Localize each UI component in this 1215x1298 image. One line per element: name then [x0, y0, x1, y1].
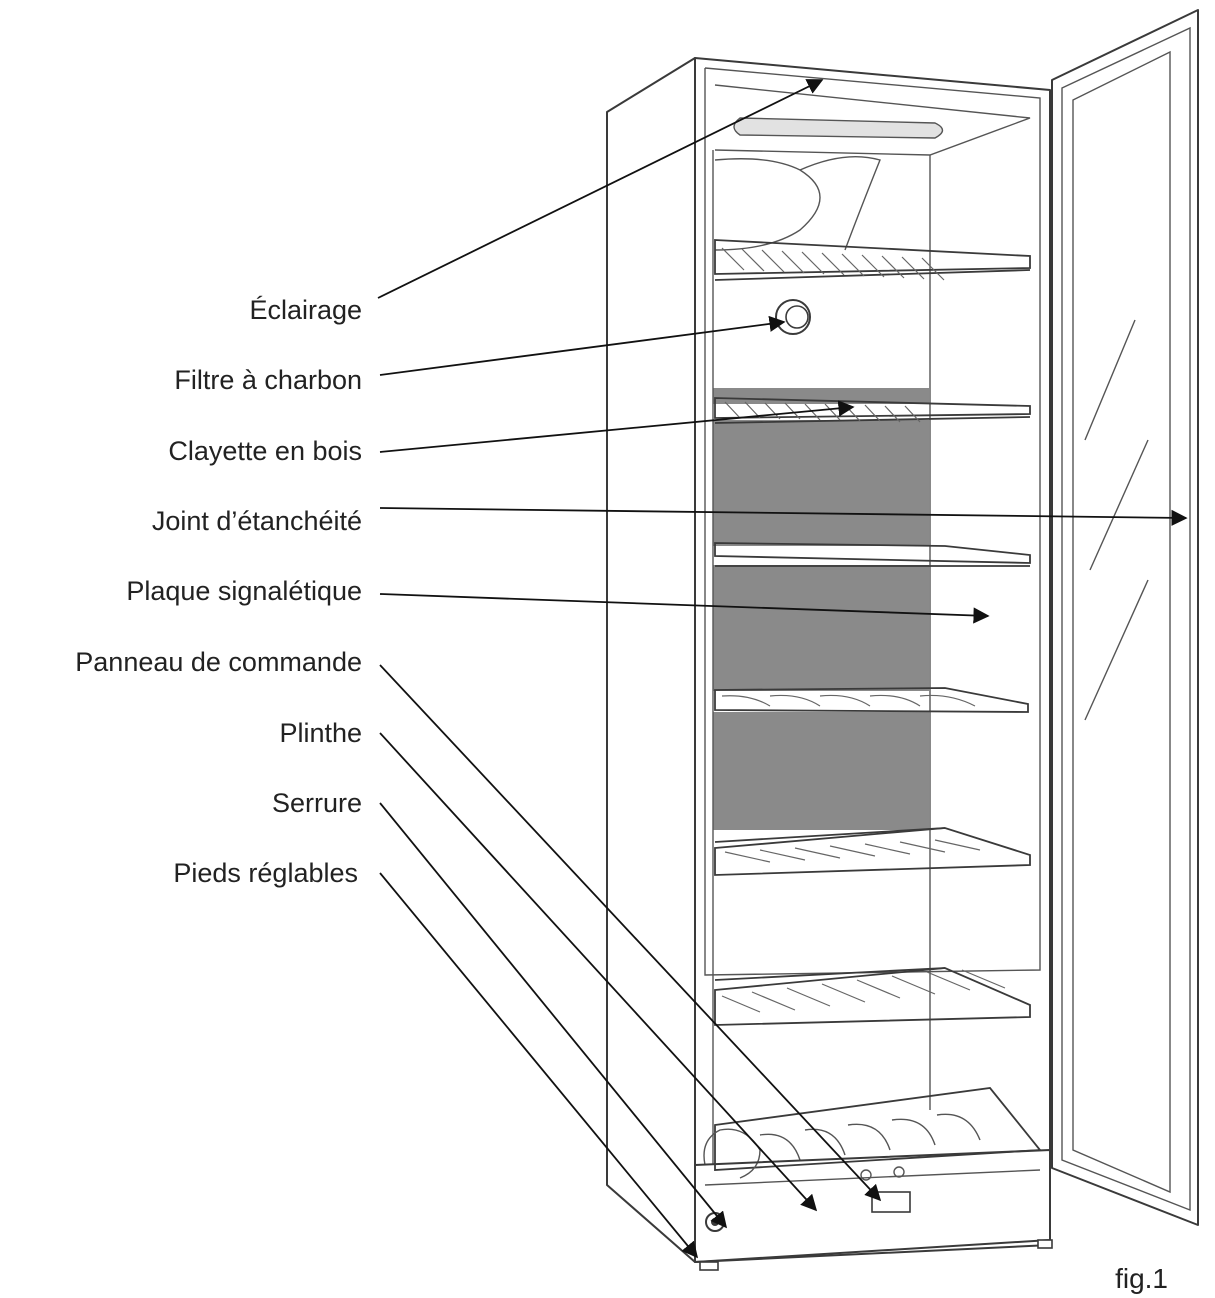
- back-panel: [713, 388, 929, 830]
- fan-housing: [714, 158, 821, 251]
- callout-arrows: [377, 79, 1188, 1259]
- label-plinthe: Plinthe: [279, 718, 362, 748]
- arrow-pieds: [379, 872, 699, 1259]
- label-eclairage: Éclairage: [249, 295, 362, 325]
- label-plaque: Plaque signalétique: [126, 576, 362, 606]
- arrow-clayette: [379, 400, 855, 453]
- shelf-3: [714, 542, 1031, 567]
- label-clayette: Clayette en bois: [168, 436, 362, 466]
- shelf-2: [714, 397, 1031, 424]
- arrow-joint: [379, 507, 1188, 526]
- light-bar: [733, 117, 944, 139]
- cabinet-illustration: [606, 9, 1199, 1271]
- label-filtre: Filtre à charbon: [174, 365, 362, 395]
- figure-label: fig.1: [1115, 1263, 1168, 1294]
- arrow-panneau: [379, 664, 882, 1202]
- interior-ceiling: [714, 84, 1031, 156]
- foot-right: [1037, 1239, 1053, 1249]
- label-joint: Joint d’étanchéité: [152, 506, 362, 536]
- arrow-eclairage: [377, 79, 824, 299]
- cabinet-side-panel: [606, 57, 696, 1263]
- cabinet-inner-edge: [704, 67, 1041, 976]
- bottom-rack: [703, 1087, 1042, 1179]
- carbon-filter: [775, 299, 811, 335]
- shelf-4: [714, 687, 1029, 713]
- shelf-6: [714, 967, 1031, 1026]
- label-serrure: Serrure: [272, 788, 362, 818]
- shelf-1: [714, 239, 1031, 281]
- plinth: [694, 1149, 1053, 1271]
- arrow-plaque: [379, 593, 990, 624]
- arrow-filtre: [379, 315, 786, 376]
- label-pieds: Pieds réglables: [173, 858, 358, 888]
- arrow-serrure: [379, 802, 728, 1229]
- label-panneau: Panneau de commande: [75, 647, 362, 677]
- callout-labels: Éclairage Filtre à charbon Clayette en b…: [75, 295, 1168, 1294]
- arrow-plinthe: [379, 732, 818, 1212]
- fan-housing-curve: [799, 156, 881, 251]
- foot-left: [699, 1261, 719, 1271]
- shelf-5: [714, 827, 1031, 876]
- control-panel: [871, 1191, 911, 1213]
- glass-door: [1051, 9, 1199, 1226]
